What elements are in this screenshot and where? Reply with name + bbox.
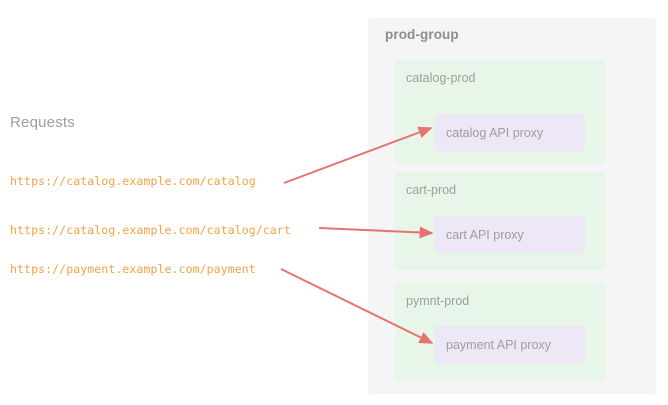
proxy-label-catalog-api-proxy: catalog API proxy (446, 125, 544, 140)
prod-group-title: prod-group (385, 27, 459, 42)
service-box-pymnt-prod: pymnt-prod payment API proxy (395, 283, 605, 381)
proxy-box-cart-api-proxy: cart API proxy (435, 216, 585, 253)
proxy-label-cart-api-proxy: cart API proxy (446, 227, 524, 242)
proxy-label-payment-api-proxy: payment API proxy (446, 337, 551, 352)
service-box-cart-prod: cart-prod cart API proxy (395, 172, 605, 270)
request-url-catalog-cart: https://catalog.example.com/catalog/cart (10, 223, 291, 237)
request-url-catalog: https://catalog.example.com/catalog (10, 174, 256, 188)
proxy-box-catalog-api-proxy: catalog API proxy (435, 114, 585, 151)
requests-heading: Requests (10, 114, 75, 131)
request-url-payment: https://payment.example.com/payment (10, 262, 256, 276)
service-label-pymnt-prod: pymnt-prod (406, 294, 470, 308)
service-box-catalog-prod: catalog-prod catalog API proxy (395, 60, 605, 163)
proxy-box-payment-api-proxy: payment API proxy (435, 326, 585, 363)
service-label-cart-prod: cart-prod (406, 183, 457, 197)
service-label-catalog-prod: catalog-prod (406, 71, 476, 85)
